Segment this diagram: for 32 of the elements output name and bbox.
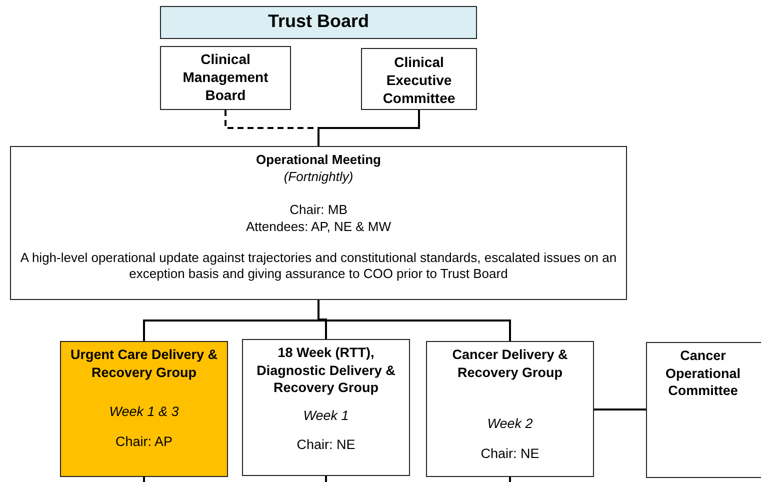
box-title: Clinical Executive Committee [382,53,456,108]
meeting-schedule: Week 1 [303,406,349,424]
connector-line [318,110,420,146]
meeting-chair: Chair: MB [290,202,348,219]
meeting-attendees: Attendees: AP, NE & MW [246,218,391,236]
meeting-schedule: Week 1 & 3 [109,403,179,421]
chair-text: Chair: NE [480,444,540,462]
connector-line [143,477,145,482]
meeting-description: A high-level operational update against trajectories and constitutional standards, escalated issues on an exception basis and giving assurance to COO prior to Trust Board [19,250,618,284]
board-title: Trust Board [268,10,369,33]
meeting-box [10,146,627,300]
box-title: Clinical Management Board [182,50,270,105]
board-box [160,6,477,39]
box-title: Cancer Operational Committee [664,347,742,400]
meeting-frequency: (Fortnightly) [284,168,354,186]
group-box [242,339,410,476]
meeting-schedule: Week 2 [487,415,533,433]
connector-line [509,477,511,482]
chair-text: Chair: NE [296,436,356,454]
group-box [60,341,228,477]
connector-line [594,408,646,410]
group-box [426,341,594,477]
chair-text: Chair: AP [115,432,173,450]
box-title: Cancer Delivery & Recovery Group [451,346,569,382]
box-title: 18 Week (RTT), Diagnostic Delivery & Recovery Group [256,344,396,397]
committee-box [361,48,477,110]
meeting-title: Operational Meeting [256,152,381,169]
connector-line [325,476,327,482]
committee-box [646,342,761,478]
connector-line [318,300,511,341]
committee-box [160,46,291,110]
box-title: Urgent Care Delivery & Recovery Group [69,346,219,382]
